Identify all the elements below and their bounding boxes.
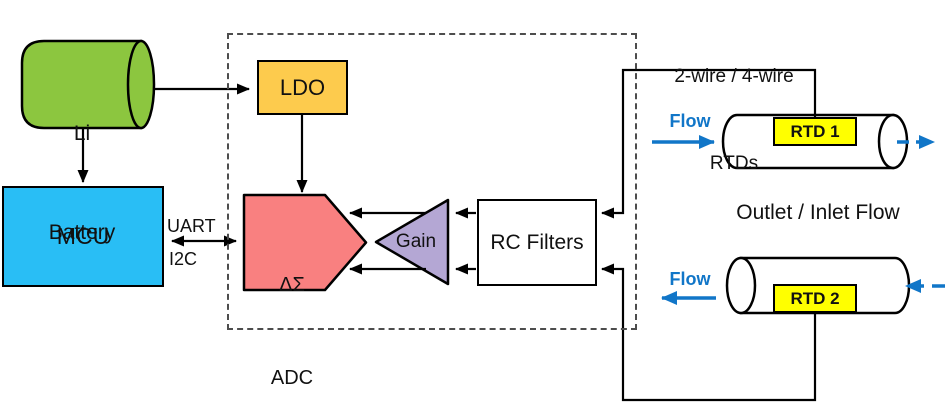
li-battery-cylinder [20, 39, 156, 130]
rtd-type-line1: 2-wire / 4-wire [674, 66, 794, 87]
mcu-label: MCU [56, 223, 110, 249]
wire-rtd1-to-rcfilters [601, 68, 817, 219]
battery-label: Li Battery [22, 51, 142, 315]
adc-label-line2: ADC [270, 367, 314, 389]
adc-label-line1: ΔΣ [279, 274, 305, 296]
wire-rtd2-to-rcfilters [601, 263, 817, 402]
battery-label-line2: Battery [48, 221, 116, 244]
gain-amplifier-triangle [374, 198, 450, 286]
bus-label-uart: UART [167, 216, 216, 236]
ldo-label: LDO [279, 74, 326, 100]
rtd-type-annotation: 2-wire / 4-wire RTDs [638, 4, 830, 236]
rc-filters-label: RC Filters [490, 230, 584, 254]
mcu-block: MCU [2, 186, 164, 287]
rtd1-block: RTD 1 [773, 117, 857, 146]
rtd-type-line2: RTDs [709, 153, 759, 174]
rtd2-pipe-end-cap [725, 256, 757, 315]
adc-label: ΔΣ ADC [250, 208, 334, 412]
rtd2-block: RTD 2 [773, 284, 857, 313]
ldo-block: LDO [257, 60, 348, 115]
flow-label-rtd2: Flow [669, 269, 711, 289]
signal-wires [77, 68, 817, 402]
bus-label-i2c: I2C [169, 249, 198, 269]
battery-end-cap [126, 39, 156, 130]
battery-label-line1: Li [73, 122, 91, 145]
afe-dashed-boundary [227, 33, 637, 330]
adc-pentagon [242, 193, 368, 292]
flow-label-rtd1: Flow [669, 111, 711, 131]
flow-heading: Outlet / Inlet Flow [736, 201, 900, 224]
rtd2-label: RTD 2 [790, 288, 840, 308]
rtd1-label: RTD 1 [790, 121, 840, 141]
flow-arrows [652, 135, 945, 305]
rc-filters-block: RC Filters [477, 199, 597, 286]
gain-label: Gain [395, 231, 437, 252]
